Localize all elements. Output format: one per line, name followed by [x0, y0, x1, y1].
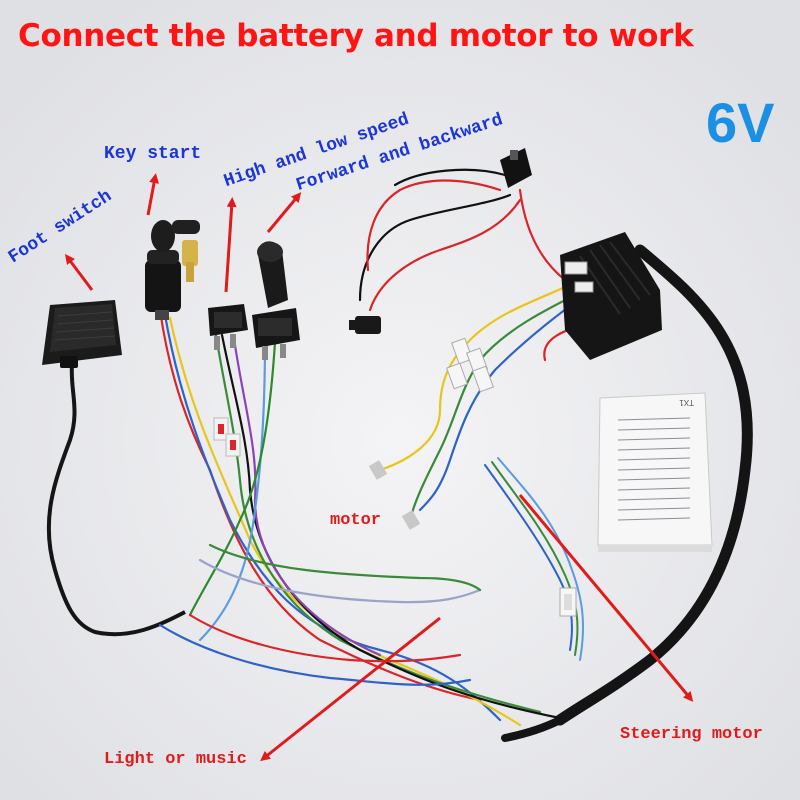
arrow-light-music — [260, 616, 441, 762]
voltage-badge: 6V — [706, 91, 775, 154]
motor-terminals — [368, 460, 421, 530]
speed-switch — [208, 304, 248, 350]
wire-bundle — [158, 308, 562, 727]
arrow-high-low-speed — [224, 197, 237, 293]
foot-pedal — [42, 300, 122, 368]
small-clip — [349, 316, 381, 334]
callout-arrows — [65, 173, 694, 762]
remote-box-tag: TX1 — [679, 398, 694, 407]
label-light-or-music: Light or music — [104, 750, 247, 769]
steering-wires — [484, 457, 584, 661]
label-key-start: Key start — [104, 144, 202, 164]
arrow-foot-switch — [65, 254, 94, 291]
arrow-forward-backward — [266, 192, 302, 233]
motor-lead-connectors — [446, 337, 494, 393]
label-steering-motor: Steering motor — [620, 725, 763, 744]
arrow-key-start — [146, 173, 159, 216]
key-switch — [145, 220, 200, 320]
controller-module — [560, 232, 662, 360]
direction-switch — [252, 241, 300, 360]
headline: Connect the battery and motor to work — [18, 18, 694, 54]
foot-pedal-cable — [46, 364, 186, 637]
battery-connector — [500, 148, 532, 188]
remote-box: TX1 — [597, 392, 713, 552]
arrow-steering-motor — [518, 494, 694, 702]
main-harness-cable — [501, 244, 753, 742]
label-motor: motor — [330, 511, 382, 530]
steering-connector — [559, 587, 577, 617]
bundle-connector — [213, 417, 241, 457]
